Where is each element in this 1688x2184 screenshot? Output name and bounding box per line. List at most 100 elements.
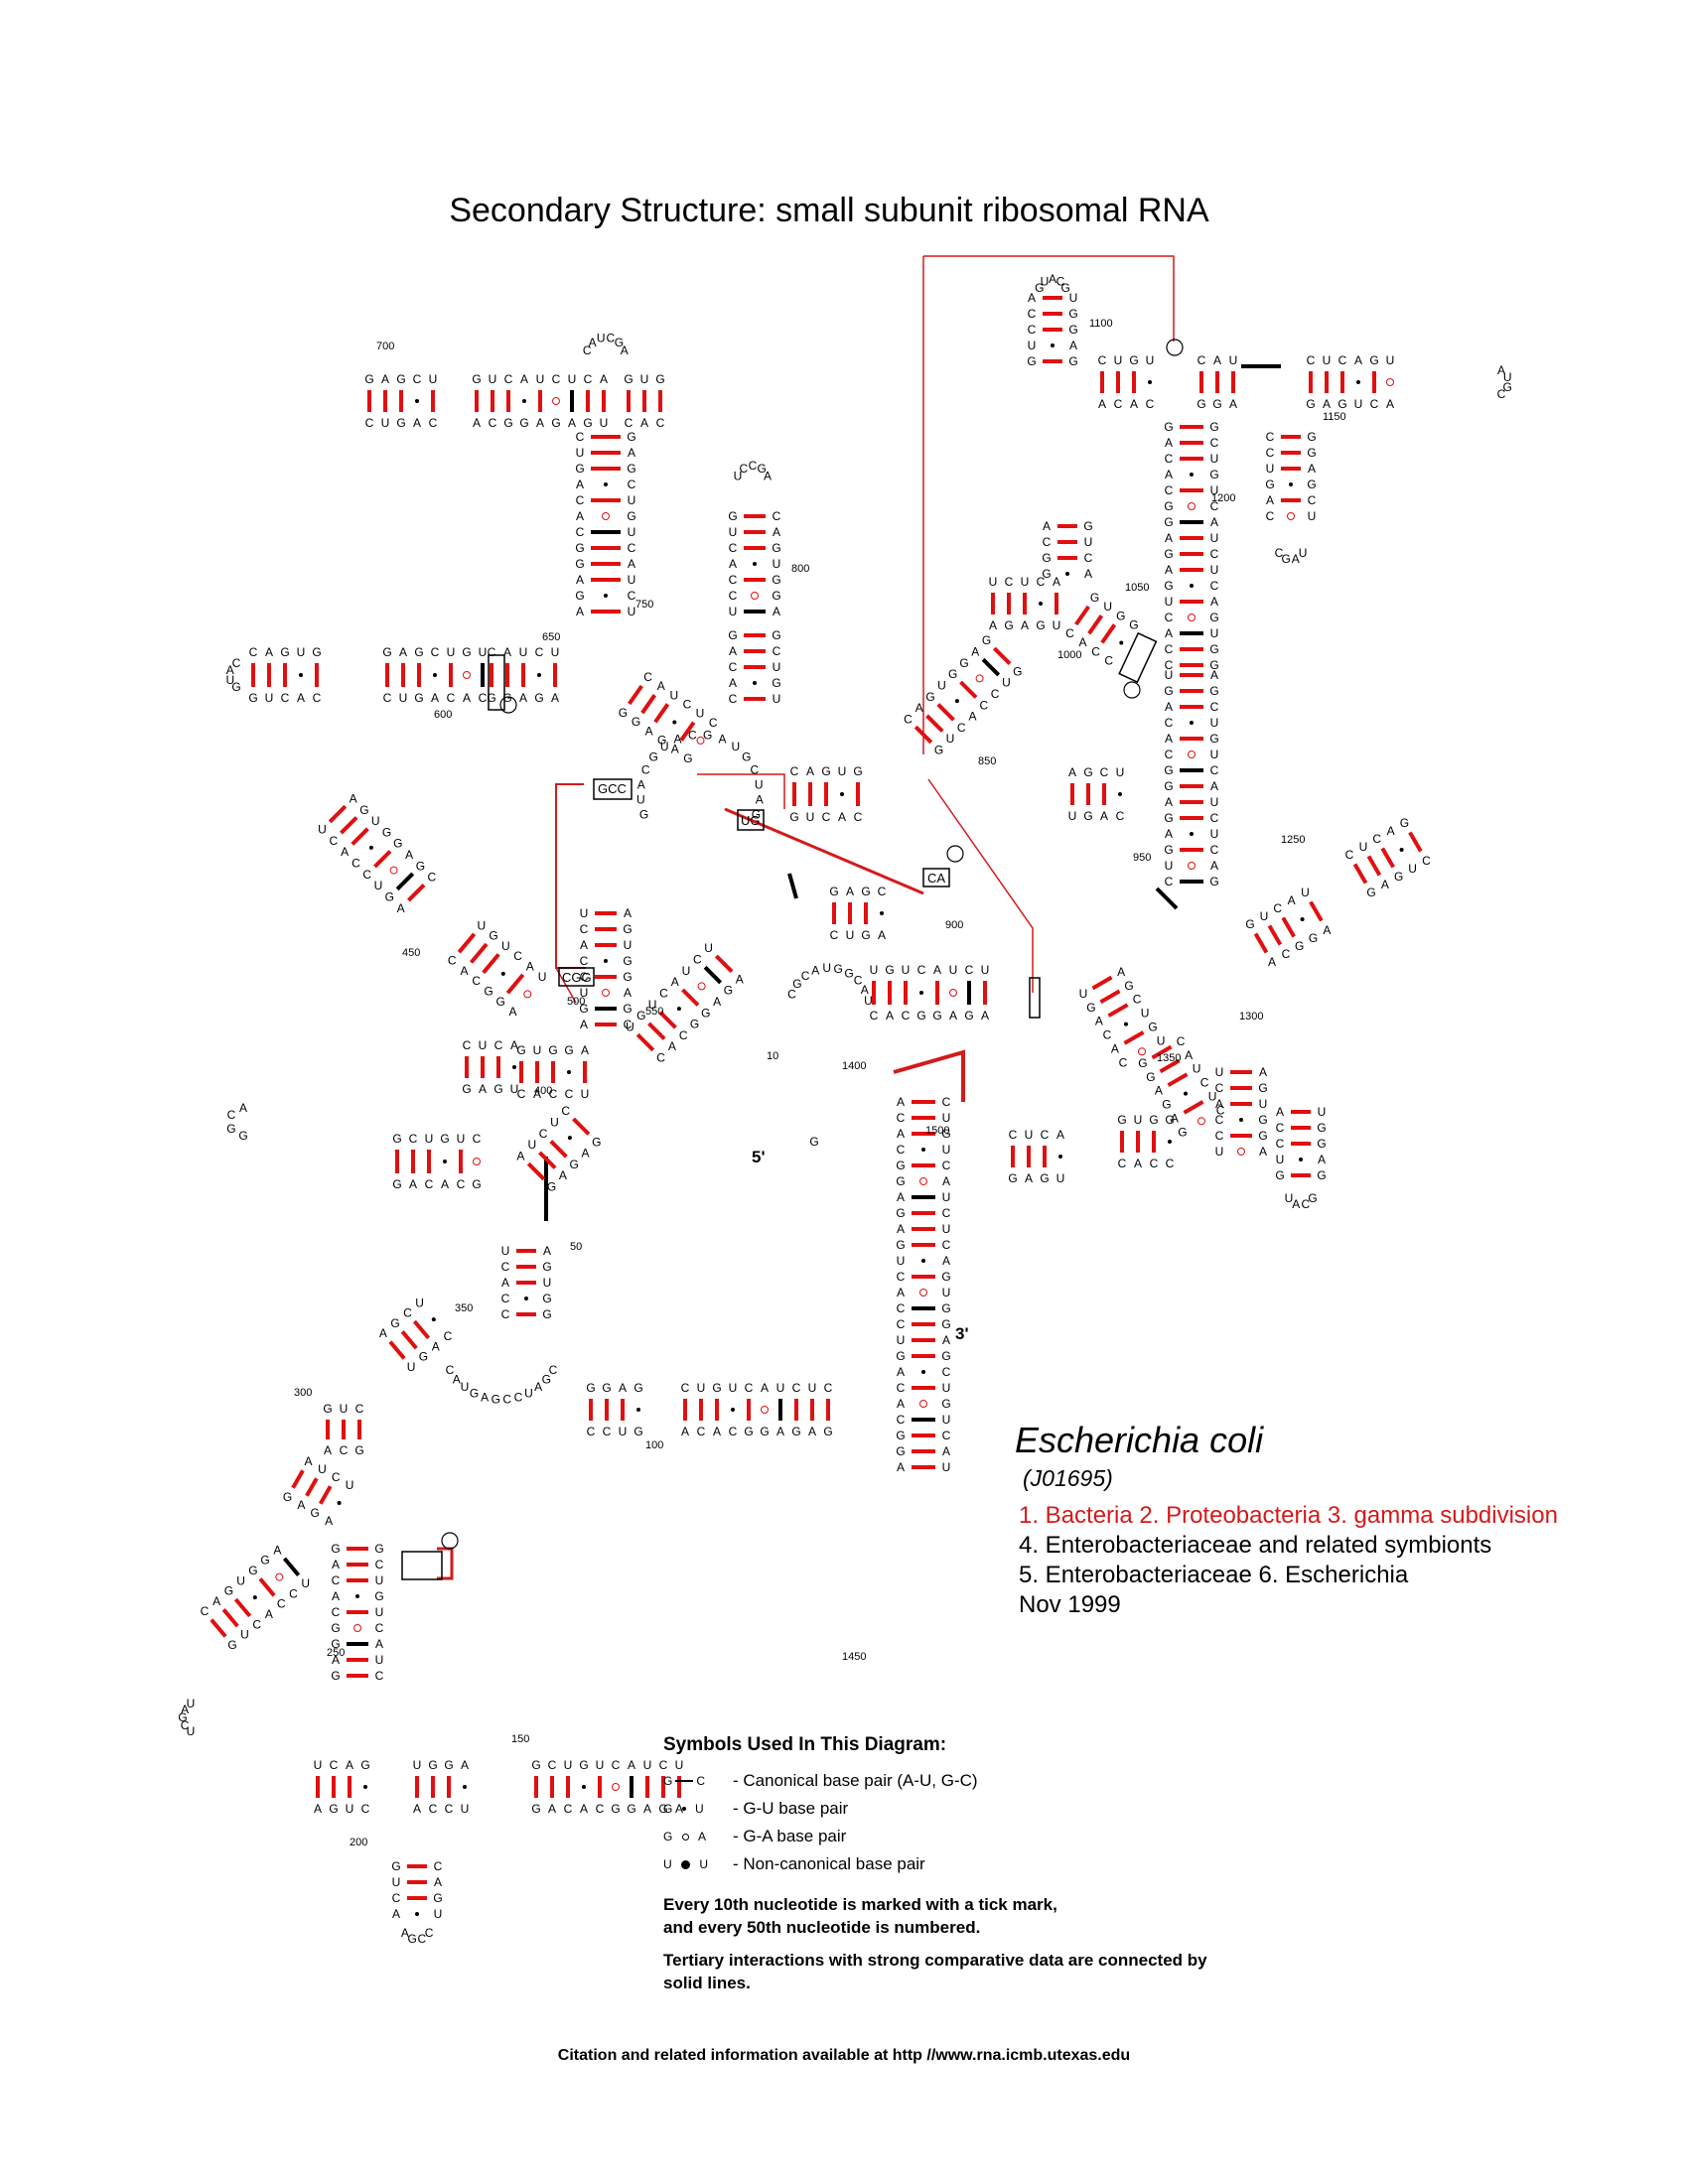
- nucleotide: A: [1292, 1197, 1300, 1211]
- nucleotide: C: [501, 1260, 510, 1274]
- nucleotide: U: [187, 1697, 196, 1710]
- accession-number: (J01695): [1023, 1465, 1113, 1491]
- nucleotide: U: [1165, 595, 1174, 609]
- nucleotide: A: [1069, 339, 1077, 352]
- nucleotide: A: [413, 416, 421, 430]
- canonical-pair-mark: [647, 1022, 666, 1040]
- citation-footer: Citation and related information availab…: [557, 2047, 1131, 2064]
- nucleotide: U: [942, 1111, 951, 1125]
- nucleotide: A: [559, 1168, 567, 1182]
- nucleotide: A: [463, 691, 471, 705]
- nucleotide: G: [1068, 323, 1077, 337]
- nucleotide: G: [627, 1802, 635, 1816]
- nucleotide: C: [332, 1605, 341, 1619]
- nucleotide: G: [1209, 642, 1218, 656]
- nucleotide: C: [1028, 307, 1037, 321]
- nucleotide: A: [1165, 563, 1173, 577]
- nucleotide: A: [1213, 353, 1221, 367]
- nucleotide: G: [392, 1132, 401, 1146]
- nucleotide: C: [383, 691, 392, 705]
- ga-pair-mark: [1237, 1148, 1245, 1156]
- nucleotide: G: [433, 1891, 442, 1905]
- nucleotide: C: [548, 1758, 557, 1772]
- nucleotide: A: [1134, 1157, 1142, 1170]
- canonical-pair-mark: [640, 694, 657, 715]
- ga-pair-mark: [353, 1624, 361, 1632]
- nucleotide: C: [375, 1669, 384, 1683]
- nucleotide: A: [1210, 595, 1218, 609]
- nucleotide: G: [542, 1292, 551, 1305]
- nucleotide: G: [1164, 579, 1173, 593]
- nucleotide: U: [636, 793, 645, 807]
- nucleotide: U: [755, 777, 764, 791]
- nucleotide: C: [1210, 547, 1219, 561]
- nucleotide: U: [1028, 339, 1037, 352]
- gu-pair-mark: [522, 399, 526, 403]
- nucleotide: G: [712, 1381, 721, 1395]
- nucleotide: G: [470, 1386, 479, 1400]
- nucleotide: A: [332, 1558, 340, 1571]
- nucleotide: C: [584, 372, 593, 386]
- nucleotide: G: [1282, 552, 1291, 566]
- nucleotide: A: [350, 791, 357, 805]
- nucleotide: G: [624, 372, 633, 386]
- nucleotide: C: [683, 698, 692, 712]
- nucleotide: G: [834, 962, 843, 976]
- nucleotide: C: [249, 645, 258, 659]
- gu-pair-mark: [604, 482, 608, 486]
- nucleotide: A: [543, 1244, 551, 1258]
- nucleotide: U: [897, 1333, 906, 1347]
- nucleotide: G: [575, 589, 584, 603]
- canonical-pair-mark: [628, 684, 643, 706]
- nucleotide: A: [624, 906, 632, 920]
- gu-pair-mark: [415, 1912, 419, 1916]
- nucleotide: G: [414, 645, 423, 659]
- nucleotide: G: [1164, 499, 1173, 513]
- nucleotide: A: [1165, 795, 1173, 809]
- nucleotide: A: [1210, 515, 1218, 529]
- nucleotide: C: [561, 1104, 570, 1118]
- nucleotide: U: [580, 986, 589, 1000]
- nucleotide: A: [897, 1222, 905, 1236]
- date-label: Nov 1999: [1019, 1591, 1121, 1618]
- nucleotide: A: [1165, 732, 1173, 746]
- nucleotide: G: [1068, 307, 1077, 321]
- canonical-pair-mark: [1183, 1100, 1204, 1115]
- nucleotide: A: [1078, 635, 1086, 649]
- nucleotide: C: [1210, 763, 1219, 777]
- nucleotide: G: [547, 1180, 556, 1194]
- nucleotide: A: [624, 986, 632, 1000]
- nucleotide: C: [979, 698, 988, 712]
- nucleotide: G: [396, 416, 405, 430]
- nucleotide: G: [575, 541, 584, 555]
- nucleotide: A: [392, 1907, 400, 1921]
- gu-pair-mark: [1289, 482, 1293, 486]
- nucleotide: G: [772, 628, 780, 642]
- nucleotide: U: [628, 573, 636, 587]
- nucleotide: G: [1148, 1020, 1157, 1033]
- nucleotide: U: [318, 1462, 327, 1476]
- gu-pair-mark: [636, 1408, 640, 1412]
- canonical-pair-mark: [395, 872, 415, 891]
- nucleotide: U: [729, 1381, 738, 1395]
- nucleotide: G: [1317, 1137, 1326, 1151]
- nucleotide: G: [703, 729, 712, 743]
- nucleotide: U: [808, 1381, 817, 1395]
- nucleotide: A: [713, 995, 721, 1009]
- nucleotide: U: [1354, 397, 1363, 411]
- nucleotide: G: [758, 462, 767, 476]
- nucleotide: U: [660, 740, 669, 753]
- nucleotide: U: [600, 416, 609, 430]
- position-50: 50: [570, 1241, 583, 1253]
- gu-pair-mark: [1184, 1091, 1188, 1096]
- nucleotide: A: [861, 983, 869, 997]
- nucleotide: G: [658, 1802, 667, 1816]
- nucleotide: A: [1053, 575, 1060, 589]
- nucleotide: A: [265, 645, 273, 659]
- ga-pair-mark: [602, 512, 610, 520]
- canonical-pair-mark: [1352, 863, 1368, 885]
- nucleotide: U: [838, 764, 847, 778]
- lineage-line-3: 5. Enterobacteriaceae 6. Escherichia: [1019, 1562, 1409, 1588]
- nucleotide: G: [948, 667, 957, 681]
